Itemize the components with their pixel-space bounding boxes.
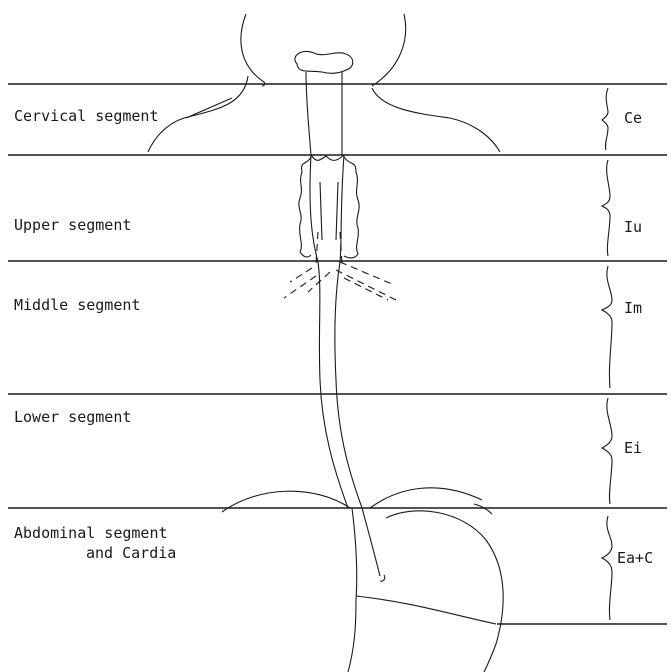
cervical-label-pointer [186,98,232,118]
segment-code-ce: Ce [624,109,642,127]
diaphragm-and-stomach [222,488,503,672]
upper-mediastinal-structures [284,155,396,300]
segment-label-lower: Lower segment [14,408,131,426]
segment-label-abdominal-line1: Abdominal segment [14,524,168,542]
segment-label-cervical: Cervical segment [14,107,159,125]
segment-code-iu: Iu [624,218,642,236]
head-neck-outline [148,14,500,152]
segment-code-ea-c: Ea+C [617,549,653,567]
segment-braces [602,88,612,620]
segment-code-im: Im [624,299,642,317]
segment-label-abdominal-line2: and Cardia [86,544,176,562]
segment-label-upper: Upper segment [14,216,131,234]
segment-label-middle: Middle segment [14,296,140,314]
segment-code-ei: Ei [624,439,642,457]
